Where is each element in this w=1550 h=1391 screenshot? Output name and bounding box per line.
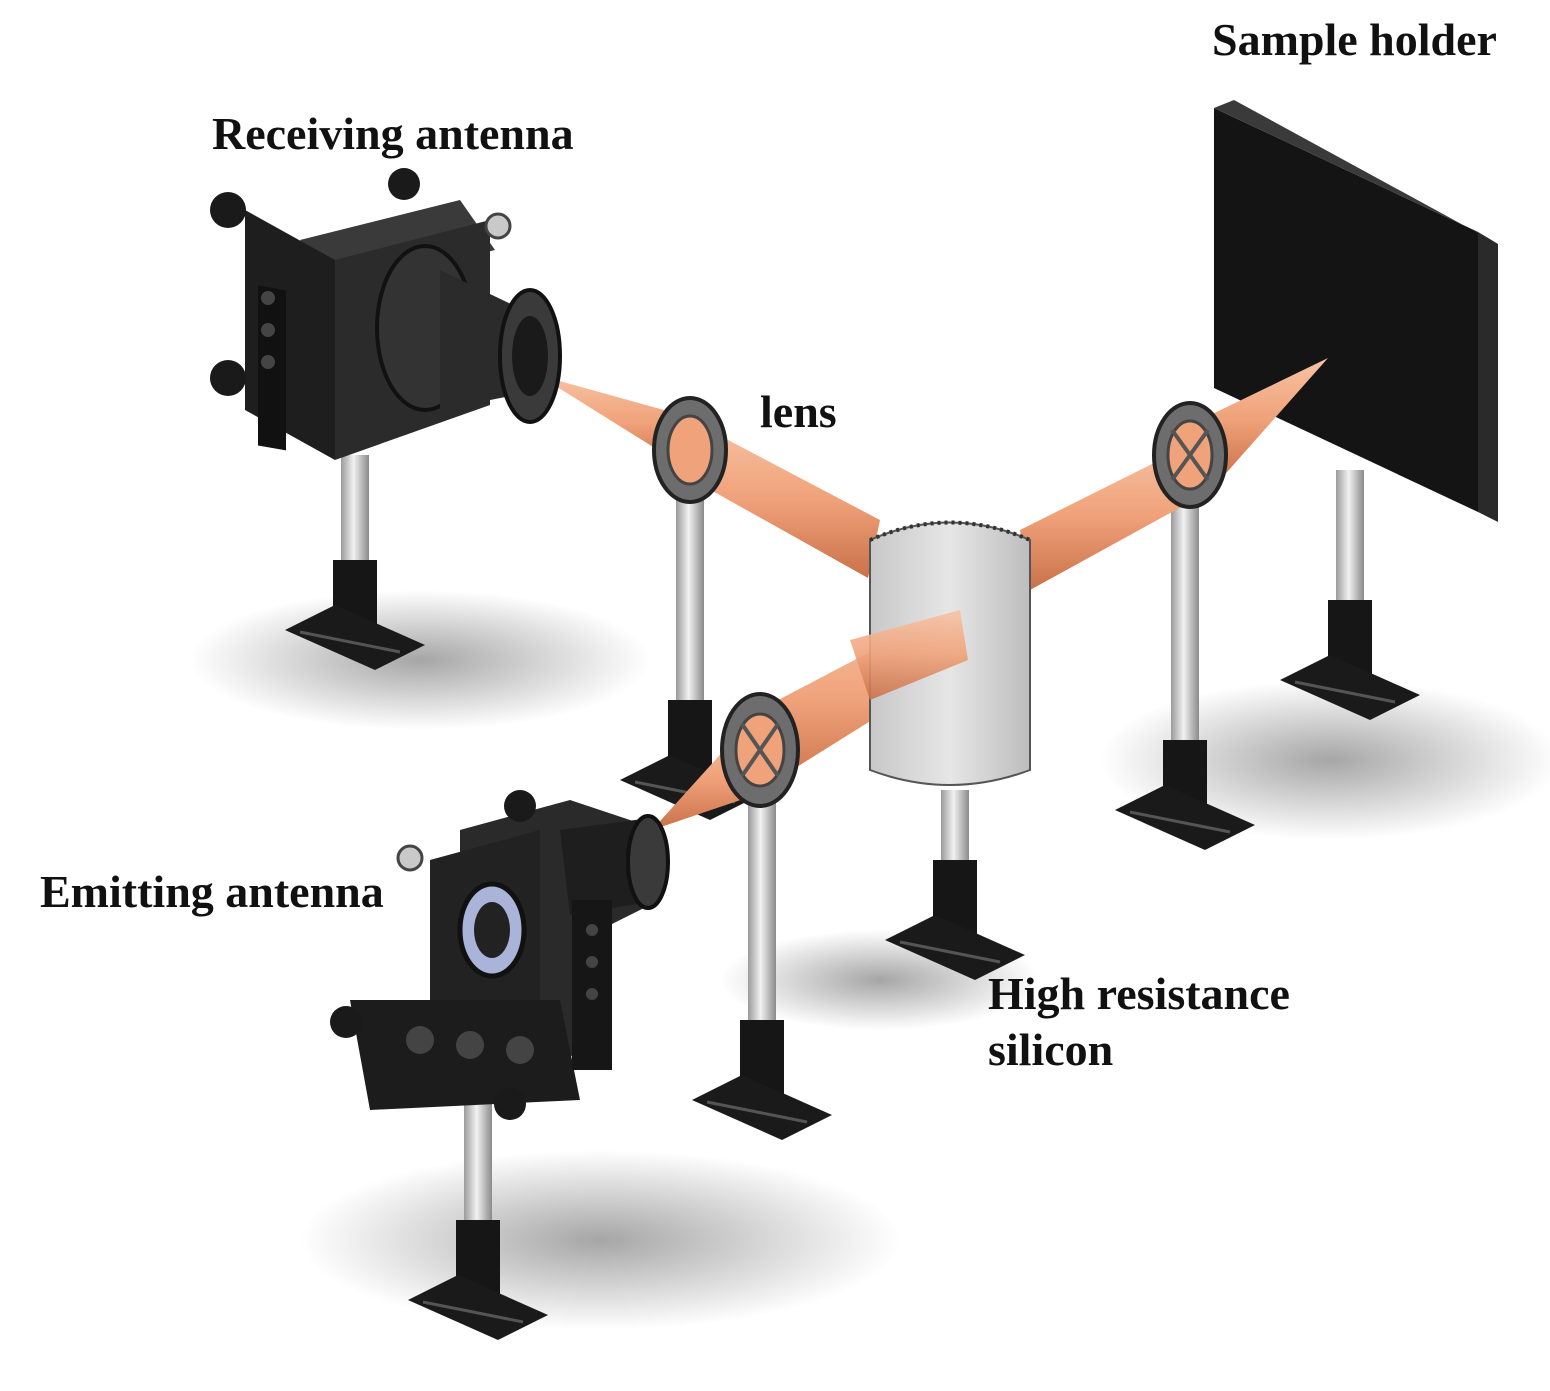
floor-shadows bbox=[190, 590, 1550, 1330]
optical-post bbox=[285, 455, 425, 670]
optical-post bbox=[1280, 470, 1420, 720]
silicon-beamsplitter bbox=[850, 520, 1031, 786]
sample-holder-label: Sample holder bbox=[1212, 14, 1497, 65]
receiving-antenna-label: Receiving antenna bbox=[212, 108, 574, 159]
lens-mounts bbox=[652, 396, 1228, 808]
lens-mount-right bbox=[1152, 401, 1228, 509]
silicon-label: High resistance silicon bbox=[988, 966, 1290, 1078]
optical-posts bbox=[285, 455, 1420, 1340]
optical-post bbox=[1115, 505, 1255, 850]
optical-post bbox=[692, 800, 832, 1140]
silicon-label-line1: High resistance bbox=[988, 968, 1290, 1019]
lens-mount-upper-left bbox=[652, 396, 728, 504]
emitting-antenna-label: Emitting antenna bbox=[40, 866, 384, 917]
sample-holder bbox=[1214, 100, 1498, 522]
optical-post bbox=[885, 790, 1025, 980]
receiving-antenna-mount bbox=[210, 168, 562, 460]
lens-mount-lower bbox=[720, 692, 800, 808]
emitting-antenna-mount bbox=[330, 790, 670, 1120]
sample-cone bbox=[1200, 358, 1328, 480]
silicon-label-line2: silicon bbox=[988, 1024, 1114, 1075]
lens-label: lens bbox=[760, 386, 837, 437]
